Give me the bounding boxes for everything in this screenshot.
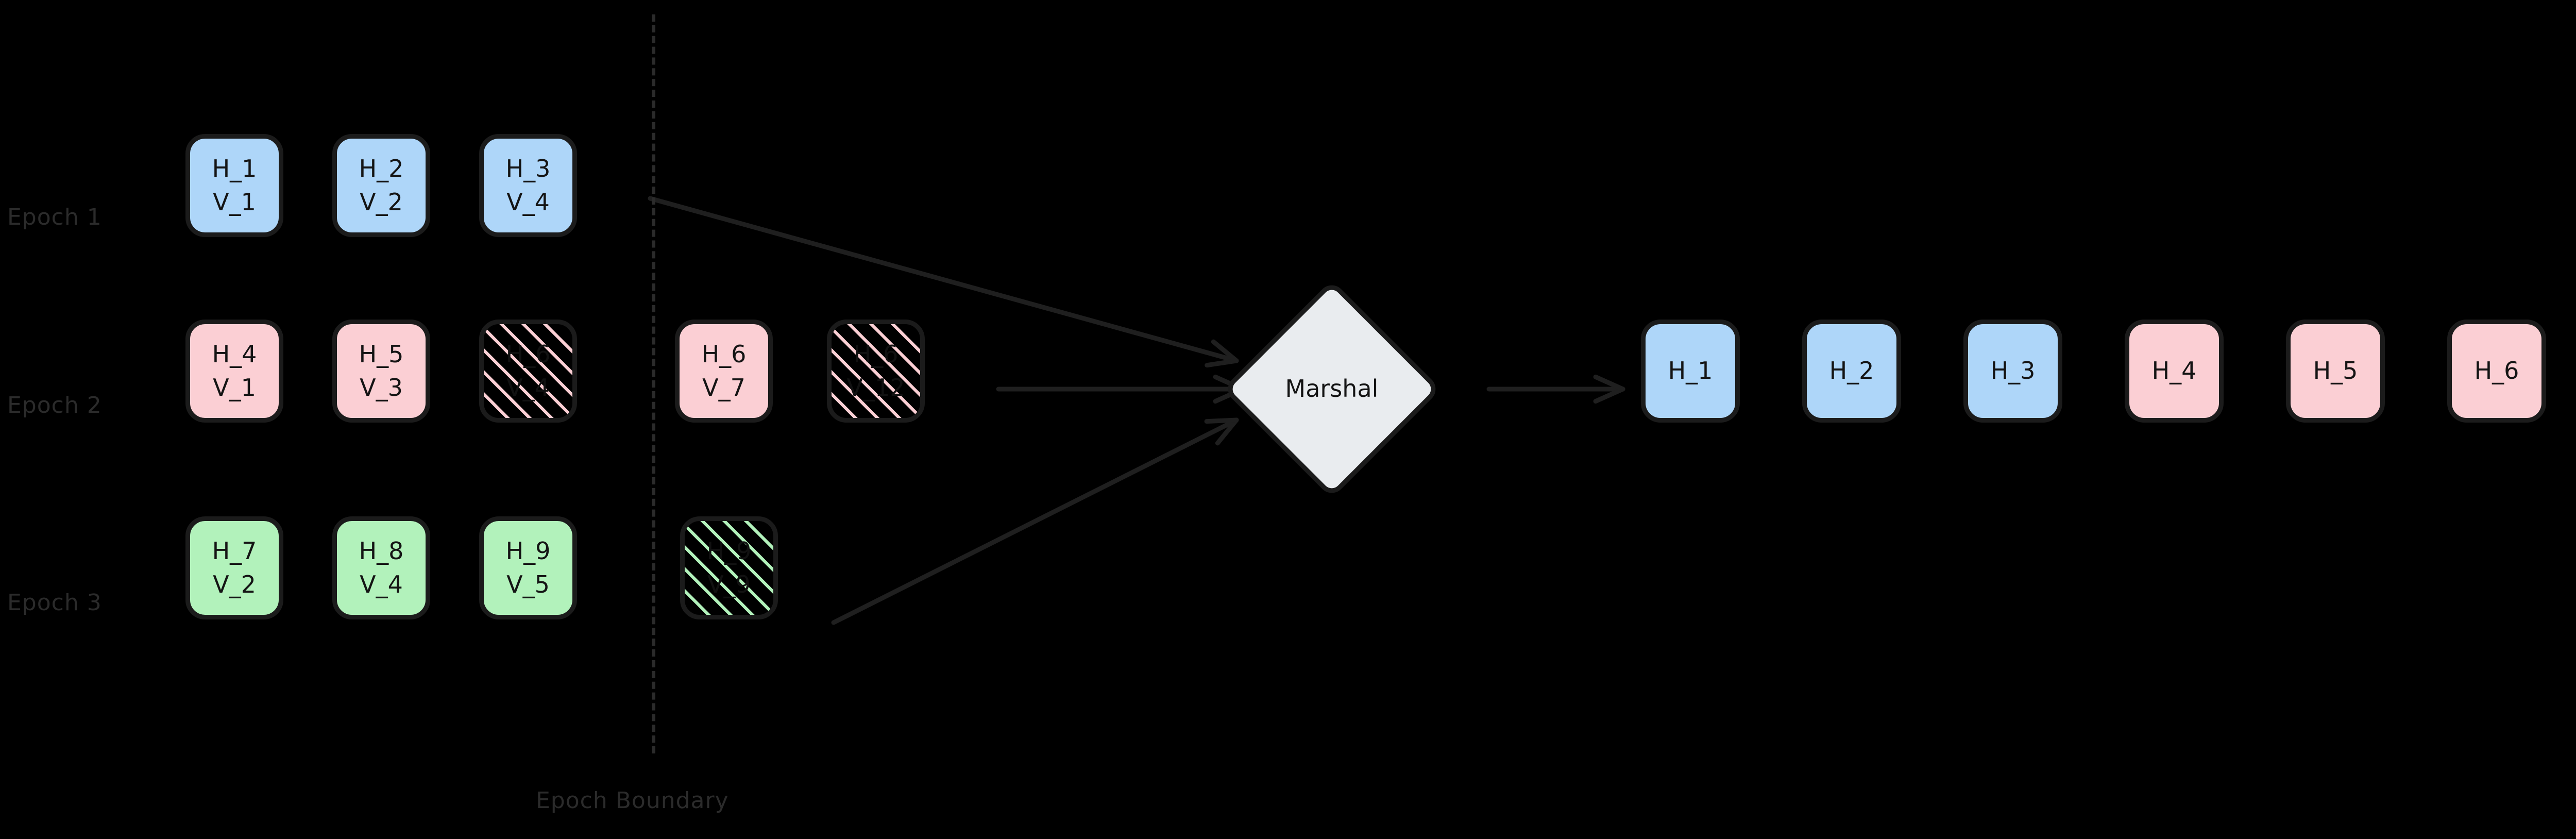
output-card-1[interactable]: H_1 xyxy=(1641,320,1740,423)
epoch-row-label-3: Epoch 3 xyxy=(7,590,102,616)
epoch-boundary-line xyxy=(652,14,655,753)
card-height-label: H_4 xyxy=(212,340,257,368)
card-height-label: H_2 xyxy=(359,154,404,182)
output-card-5[interactable]: H_5 xyxy=(2286,320,2385,423)
marshal-to-output xyxy=(1486,374,1625,404)
card-version-label: V_2 xyxy=(360,188,403,216)
card-version-label: V_2 xyxy=(213,570,256,598)
card-height-label: H_9 xyxy=(505,536,551,565)
card-height-label: H_7 xyxy=(212,536,257,565)
card-version-label: V_7 xyxy=(702,374,745,401)
epoch-row-label-1: Epoch 1 xyxy=(7,204,102,230)
card-height-label: H_6 xyxy=(853,340,899,368)
card-version-label: V_4 xyxy=(360,570,403,598)
output-card-4[interactable]: H_4 xyxy=(2125,320,2224,423)
card-version-label: V_12 xyxy=(846,374,905,401)
card-height-label: H_6 xyxy=(701,340,747,368)
card-version-label: V_1 xyxy=(213,188,256,216)
output-card-2[interactable]: H_2 xyxy=(1802,320,1901,423)
epoch-boundary-label: Epoch Boundary xyxy=(536,787,729,814)
card-version-label: V_4 xyxy=(506,374,550,401)
card-height-label: H_3 xyxy=(505,154,551,182)
output-card-height-label: H_3 xyxy=(1990,357,2036,385)
card-height-label: H_6 xyxy=(505,340,551,368)
card-version-label: V_3 xyxy=(360,374,403,401)
output-card-height-label: H_6 xyxy=(2474,357,2519,385)
card-height-label: H_9 xyxy=(706,536,752,565)
card-version-label: V_4 xyxy=(506,188,550,216)
card-height-label: H_1 xyxy=(212,154,257,182)
output-card-height-label: H_2 xyxy=(1829,357,1874,385)
output-card-height-label: H_1 xyxy=(1668,357,1713,385)
output-card-height-label: H_4 xyxy=(2151,357,2197,385)
card-version-label: V_9 xyxy=(707,570,751,598)
card-version-label: V_1 xyxy=(213,374,256,401)
epoch-row-label-2: Epoch 2 xyxy=(7,392,102,418)
marshal-node-label: Marshal xyxy=(1285,375,1379,402)
epoch3-to-marshal xyxy=(831,417,1239,625)
card-height-label: H_5 xyxy=(359,340,404,368)
card-height-label: H_8 xyxy=(359,536,404,565)
output-card-height-label: H_5 xyxy=(2313,357,2358,385)
card-version-label: V_5 xyxy=(506,570,550,598)
output-card-6[interactable]: H_6 xyxy=(2447,320,2546,423)
output-card-3[interactable]: H_3 xyxy=(1963,320,2062,423)
epoch2-to-marshal xyxy=(996,374,1245,404)
